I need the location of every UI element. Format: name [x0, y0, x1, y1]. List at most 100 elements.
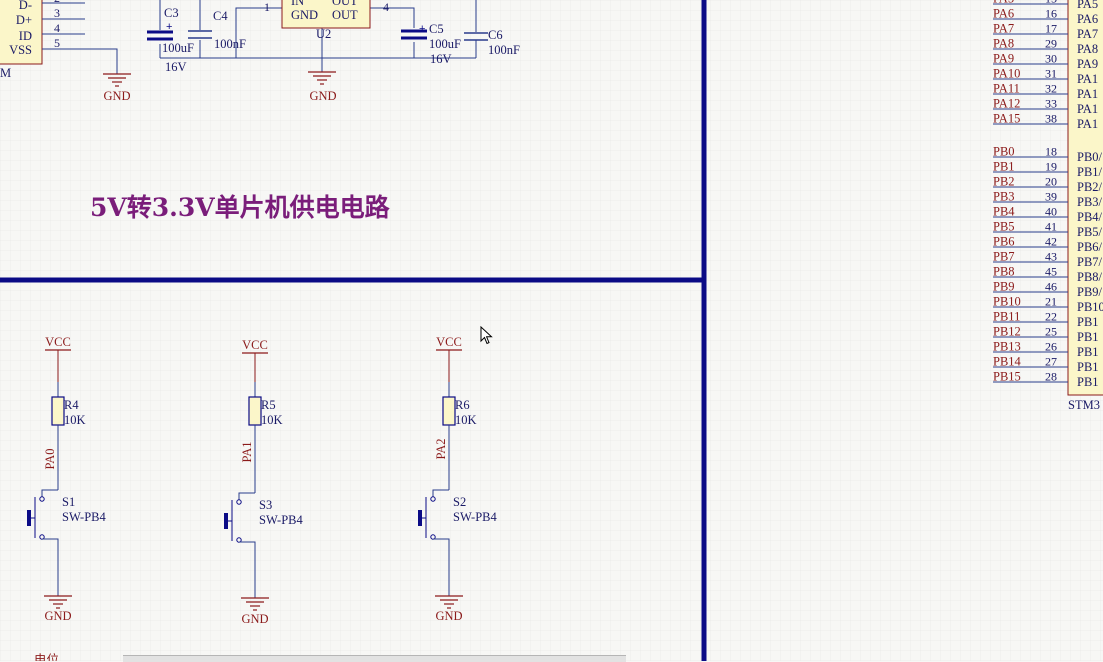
mcu-pin-net-label: PB2: [993, 175, 1015, 189]
mcu-pin-number: 33: [1045, 97, 1057, 111]
mcu-pin-function-label: PA5: [1077, 0, 1098, 11]
mcu-pin-net-label: PB0: [993, 145, 1015, 159]
mcu-pin-net-label: PA5: [993, 0, 1014, 6]
mcu-pin-net-label: PB11: [993, 310, 1020, 324]
usb-pin-vss: VSS 5: [9, 36, 85, 57]
switch-s1[interactable]: [27, 496, 45, 540]
button-circuit-s3[interactable]: VCC R5 10K PA1 S3 SW-PB4 GND: [224, 338, 304, 626]
usb-pin-number: 4: [54, 21, 60, 35]
button-circuit-s2[interactable]: VCC R6 10K PA2 S2 SW-PB4 GND: [418, 335, 498, 623]
usb-pin-number: 5: [54, 36, 60, 50]
r6-ref: R6: [455, 398, 470, 412]
capacitor-c6[interactable]: C6 100nF: [464, 28, 520, 57]
mcu-pin[interactable]: PA515PA5: [993, 0, 1098, 11]
mcu-pin-net-label: PB9: [993, 280, 1015, 294]
horizontal-scrollbar[interactable]: [123, 655, 626, 662]
mcu-pin-net-label: PA12: [993, 97, 1020, 111]
mcu-pin-net-label: PB13: [993, 340, 1021, 354]
mcu-pin[interactable]: PB13 26 PB1: [993, 340, 1099, 360]
mcu-pin-function-label: PB1: [1077, 345, 1099, 359]
power-ground-symbol: [308, 71, 336, 85]
ground-label: GND: [44, 609, 71, 623]
mcu-pin-function-label: PB1/: [1077, 165, 1103, 179]
capacitor-c4[interactable]: C4 100nF: [188, 9, 246, 51]
mcu-pin-number: 29: [1045, 37, 1057, 51]
wire: [432, 489, 449, 497]
resistor-r6[interactable]: [442, 396, 456, 426]
r5-value: 10K: [261, 413, 283, 427]
capacitor-c5[interactable]: + C5 100uF 16V: [401, 22, 461, 66]
c5-value: 100uF: [429, 37, 461, 51]
ground-label: GND: [241, 612, 268, 626]
mcu-pin-number: 16: [1045, 7, 1057, 21]
regulator-u2[interactable]: IN GND OUT OUT 1 4 U2: [264, 0, 389, 41]
mcu-pin-number: 27: [1045, 355, 1057, 369]
mcu-pin-number: 43: [1045, 250, 1057, 264]
usb-ground-wire: [85, 48, 118, 74]
mcu-pin-net-label: PB12: [993, 325, 1021, 339]
mcu-pin-number: 26: [1045, 340, 1057, 354]
mcu-stm32[interactable]: STM3 PA515PA5PA616PA6PA717PA7PA829PA8PA9…: [993, 0, 1103, 412]
mcu-pin-number: 45: [1045, 265, 1057, 279]
mcu-pin-net-label: PA11: [993, 82, 1020, 96]
usb-pin-number: 3: [54, 6, 60, 20]
button-circuit-s1[interactable]: VCC R4 10K PA0 S1 SW-PB4 GND: [27, 335, 107, 623]
mcu-pin-net-label: PA9: [993, 52, 1014, 66]
ground-symbol: [435, 595, 463, 609]
mcu-pin-net-label: PA7: [993, 22, 1014, 36]
usb-ground-symbol: [103, 73, 131, 87]
ground-label: GND: [309, 89, 336, 103]
switch-s3[interactable]: [224, 499, 242, 543]
u2-ref: U2: [316, 27, 331, 41]
s2-ref: S2: [453, 495, 466, 509]
vcc-label: VCC: [436, 335, 462, 349]
resistor-r5[interactable]: [248, 396, 262, 426]
mcu-pin-net-label: PB10: [993, 295, 1021, 309]
c3-ref: C3: [164, 6, 179, 20]
capacitor-c3[interactable]: + C3 100uF 16V: [147, 6, 194, 74]
mcu-pin-function-label: PB1: [1077, 360, 1099, 374]
mcu-pin-net-label: PB4: [993, 205, 1015, 219]
mcu-pin-function-label: PB5/: [1077, 225, 1103, 239]
mcu-pin-net-label: PB1: [993, 160, 1015, 174]
s1-ref: S1: [62, 495, 75, 509]
u2-out-label: OUT: [332, 0, 358, 8]
vcc-label: VCC: [45, 335, 71, 349]
mcu-pin-number: 31: [1045, 67, 1057, 81]
mcu-pin-number: 22: [1045, 310, 1057, 324]
usb-pin-label: D+: [16, 13, 32, 27]
mcu-pin-number: 20: [1045, 175, 1057, 189]
partial-bottom-text: 电位: [34, 652, 59, 661]
usb-connector[interactable]: D- 2 D+ 3 ID 4 VSS 5 M: [0, 0, 85, 80]
resistor-r4[interactable]: [51, 396, 65, 426]
mcu-pin-number: 40: [1045, 205, 1057, 219]
r5-ref: R5: [261, 398, 276, 412]
usb-pin-label: VSS: [9, 43, 32, 57]
c3-voltage: 16V: [165, 60, 187, 74]
mcu-body: [1067, 0, 1103, 396]
